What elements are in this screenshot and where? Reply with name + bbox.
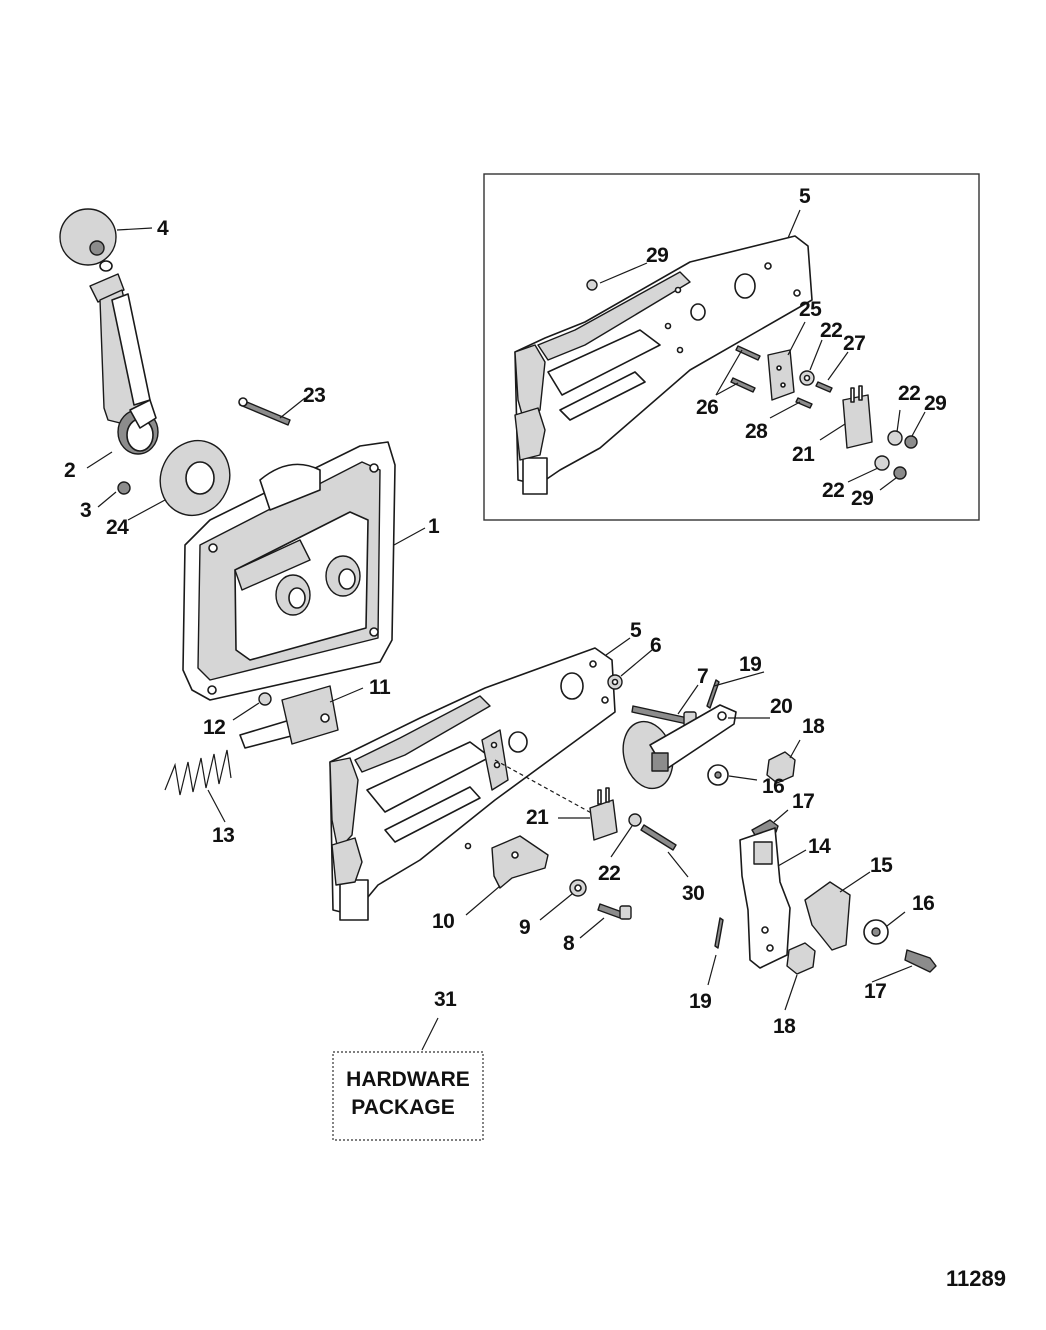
inset-screw-26-lower: [730, 377, 756, 393]
inset-switch-21: [842, 394, 873, 449]
control-housing-1: [182, 441, 396, 701]
callout-5-inset: 5: [799, 185, 811, 208]
callout-22-inset-a: 22: [820, 319, 842, 342]
roller-18a: [766, 751, 796, 784]
callout-6: 6: [650, 634, 661, 657]
callout-29-inset-a: 29: [646, 244, 668, 267]
inset-mounting-plate: [514, 235, 813, 495]
callout-15: 15: [870, 854, 893, 877]
roller-18b: [786, 942, 816, 975]
callout-14: 14: [808, 835, 831, 858]
cotter-pin-19a: [706, 679, 720, 709]
cam-15: [804, 881, 851, 951]
callout-19-b: 19: [689, 990, 711, 1013]
bracket-10: [491, 835, 549, 889]
inset-nut-22b: [887, 430, 903, 446]
callout-31: 31: [434, 988, 457, 1011]
callout-20: 20: [770, 695, 792, 718]
callout-16-a: 16: [762, 775, 784, 798]
inset-bracket-25: [767, 349, 795, 401]
inset-nut-29a: [586, 279, 598, 291]
inset-nut-29c: [893, 466, 907, 480]
callout-29-inset-c: 29: [851, 487, 873, 510]
callout-17-b: 17: [864, 980, 886, 1003]
callout-28: 28: [745, 420, 768, 443]
handle-knob-4: [59, 208, 117, 266]
callout-22: 22: [598, 862, 620, 885]
hardware-package-line2: PACKAGE: [351, 1096, 454, 1119]
callout-29-inset-b: 29: [924, 392, 946, 415]
hardware-package-line1: HARDWARE: [346, 1068, 470, 1091]
callout-2: 2: [64, 459, 75, 482]
nut-12: [258, 692, 272, 706]
callout-4: 4: [157, 217, 169, 240]
callout-1: 1: [428, 515, 440, 538]
inset-nut-22c: [874, 455, 890, 471]
throttle-cam-20: [622, 704, 737, 790]
callout-27: 27: [843, 332, 865, 355]
bolt-23: [239, 399, 291, 426]
callout-19-a: 19: [739, 653, 761, 676]
detent-plate-24: [159, 439, 231, 517]
setscrew-3: [117, 481, 131, 495]
callout-21: 21: [526, 806, 549, 829]
callout-7: 7: [697, 665, 708, 688]
callout-18-b: 18: [773, 1015, 796, 1038]
callout-5: 5: [630, 619, 642, 642]
nut-22d: [628, 813, 642, 827]
control-handle-assembly: [59, 208, 159, 455]
callout-11: 11: [369, 676, 391, 699]
callout-17-a: 17: [792, 790, 814, 813]
callout-10: 10: [432, 910, 454, 933]
inset-nut-29b: [904, 435, 918, 449]
callout-3: 3: [80, 499, 91, 522]
figure-number: 11289: [946, 1266, 1006, 1291]
callout-22-inset-c: 22: [822, 479, 844, 502]
spring-13: [164, 749, 232, 796]
switch-21b: [589, 799, 618, 841]
callout-30: 30: [682, 882, 704, 905]
callout-21-inset: 21: [792, 443, 815, 466]
hardware-package-box: [332, 1051, 484, 1141]
callout-8: 8: [563, 932, 575, 955]
cotter-pin-19b: [714, 917, 724, 949]
callout-12: 12: [203, 716, 225, 739]
bolt-8: [597, 903, 623, 919]
callout-23: 23: [303, 384, 325, 407]
callout-9: 9: [519, 916, 530, 939]
inset-screw-28: [795, 397, 813, 409]
callout-22-inset-b: 22: [898, 382, 920, 405]
inset-detail-frame: [483, 173, 980, 521]
callout-13: 13: [212, 824, 234, 847]
callout-26: 26: [696, 396, 718, 419]
lever-14: [739, 827, 791, 969]
inset-screw-27: [815, 381, 833, 393]
callout-24: 24: [106, 516, 129, 539]
callout-25: 25: [799, 298, 822, 321]
shift-slide-11: [239, 685, 339, 749]
screw-17b: [904, 949, 937, 973]
callout-16-b: 16: [912, 892, 934, 915]
callout-18-a: 18: [802, 715, 825, 738]
inset-screw-26-upper: [735, 345, 761, 361]
screw-30: [640, 824, 677, 851]
